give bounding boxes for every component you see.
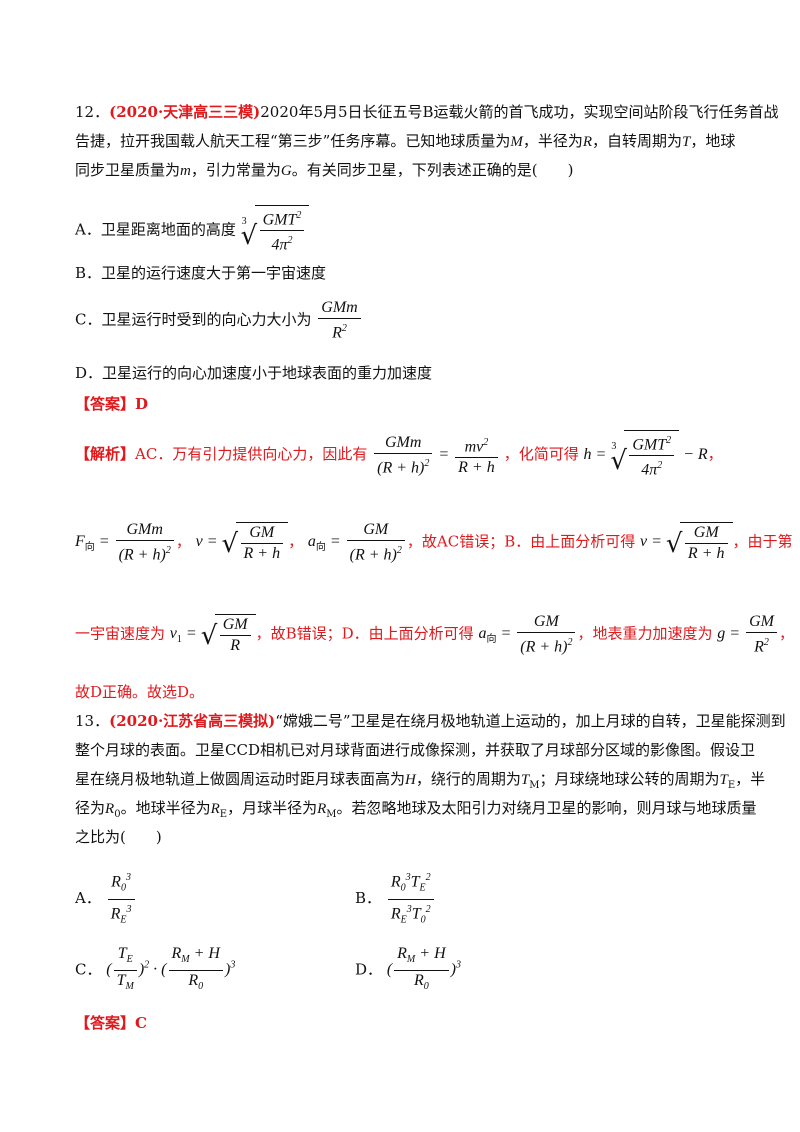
- analysis-tag: 【解析】: [75, 445, 136, 463]
- q12-option-b: B．卫星的运行速度大于第一宇宙速度: [75, 264, 327, 282]
- formula-a: a向 = GM(R + h)2: [308, 521, 407, 563]
- q12-text-2a: 告捷，拉开我国载人航天工程“第三步”任务序幕。已知地球质量为: [75, 132, 511, 150]
- q13-text-3d: ，半: [735, 770, 766, 788]
- q12-option-c-label: C．卫星运行时受到的向心力大小为: [75, 310, 312, 329]
- q12-text-3b: ，引力常量为: [190, 161, 281, 179]
- analysis-text-1a: AC．万有引力提供向心力，因此有: [135, 445, 368, 463]
- q12-line-3: 同步卫星质量为m，引力常量为G。有关同步卫星，下列表述正确的是( ): [75, 159, 573, 182]
- q12-text-2c: ，自转周期为: [592, 132, 683, 150]
- q13-line-1: 13．(2020·江苏省高三模拟)“嫦娥二号”卫星是在绕月极地轨道上运动的，加上…: [75, 710, 786, 732]
- analysis-text-3a: 一宇宙速度为: [75, 624, 166, 643]
- q12-analysis-4: 故D正确。故选D。: [75, 683, 205, 701]
- formula-a2: a向 = GM(R + h)2: [478, 613, 577, 655]
- q13-text-1: “嫦娥二号”卫星是在绕月极地轨道上运动的，加上月球的自转，卫星能探测到: [275, 712, 786, 730]
- var-R: R: [582, 134, 593, 150]
- q12-line-1: 12．(2020·天津高三三模)2020年5月5日长征五号B运载火箭的首飞成功，…: [75, 101, 779, 123]
- q13-line-3: 星在绕月极地轨道上做圆周运动时距月球表面高为H，绕行的周期为TM；月球绕地球公转…: [75, 770, 766, 791]
- q13-text-3a: 星在绕月极地轨道上做圆周运动时距月球表面高为: [75, 770, 406, 788]
- q12-number: 12．: [75, 103, 110, 121]
- analysis-text-2a: ，故AC错误；B．由上面分析可得: [406, 532, 636, 551]
- answer-tag: 【答案】: [75, 395, 136, 413]
- q13-text-3b: ，绕行的周期为: [415, 770, 521, 788]
- answer-value: C: [135, 1014, 147, 1032]
- q13-option-d-label: D．: [355, 960, 383, 979]
- q13-option-b-label: B．: [355, 889, 382, 908]
- var-M: M: [510, 134, 523, 150]
- analysis-text-3c: ，地表重力加速度为: [577, 624, 713, 643]
- q13-text-4a: 径为: [75, 799, 106, 817]
- var-m: m: [180, 163, 191, 179]
- q12-text-1: 2020年5月5日长征五号B运载火箭的首飞成功，实现空间站阶段飞行任务首战: [260, 103, 779, 121]
- analysis-text-3b: ，故B错误；D．由上面分析可得: [255, 624, 474, 643]
- q12-answer: 【答案】D: [75, 393, 148, 415]
- q12-text-2b: ，半径为: [522, 132, 583, 150]
- q13-text-3c: ；月球绕地球公转的周期为: [539, 770, 720, 788]
- q12-text-2d: ，地球: [690, 132, 736, 150]
- q12-source: (2020·天津高三三模): [109, 103, 261, 121]
- q13-answer: 【答案】C: [75, 1012, 147, 1034]
- q13-line-4: 径为R0。地球半径为RE，月球半径为RM。若忽略地球及太阳引力对绕月卫星的影响，…: [75, 799, 757, 820]
- q13-line-2: 整个月球的表面。卫星CCD相机已对月球背面进行成像探测，并获取了月球部分区域的影…: [75, 741, 755, 759]
- q12-text-3a: 同步卫星质量为: [75, 161, 181, 179]
- q13-text-4d: 。若忽略地球及太阳引力对绕月卫星的影响，则月球与地球质量: [336, 799, 757, 817]
- q13-text-4c: ，月球半径为: [227, 799, 318, 817]
- q12-line-2: 告捷，拉开我国载人航天工程“第三步”任务序幕。已知地球质量为M，半径为R，自转周…: [75, 130, 735, 153]
- q12-option-d: D．卫星运行的向心加速度小于地球表面的重力加速度: [75, 364, 433, 382]
- q12-text-3c: 。有关同步卫星，下列表述正确的是( ): [291, 161, 574, 179]
- answer-value: D: [135, 395, 149, 413]
- formula-F: F向 = GMm(R + h)2: [75, 521, 176, 563]
- answer-tag: 【答案】: [75, 1014, 136, 1032]
- q13-option-c-label: C．: [75, 960, 102, 979]
- var-G: G: [280, 163, 292, 179]
- q13-source: (2020·江苏省高三模拟): [109, 712, 276, 730]
- analysis-text-2b: ，由于第: [732, 532, 793, 551]
- var-T: T: [682, 134, 691, 150]
- analysis-text-1b: ，化简可得: [503, 445, 579, 463]
- q13-text-4b: 。地球半径为: [120, 799, 211, 817]
- q12-option-a-label: A．卫星距离地面的高度: [75, 220, 236, 239]
- q13-number: 13．: [75, 712, 110, 730]
- q13-line-5: 之比为( ): [75, 828, 162, 846]
- q13-option-a-label: A．: [75, 889, 101, 908]
